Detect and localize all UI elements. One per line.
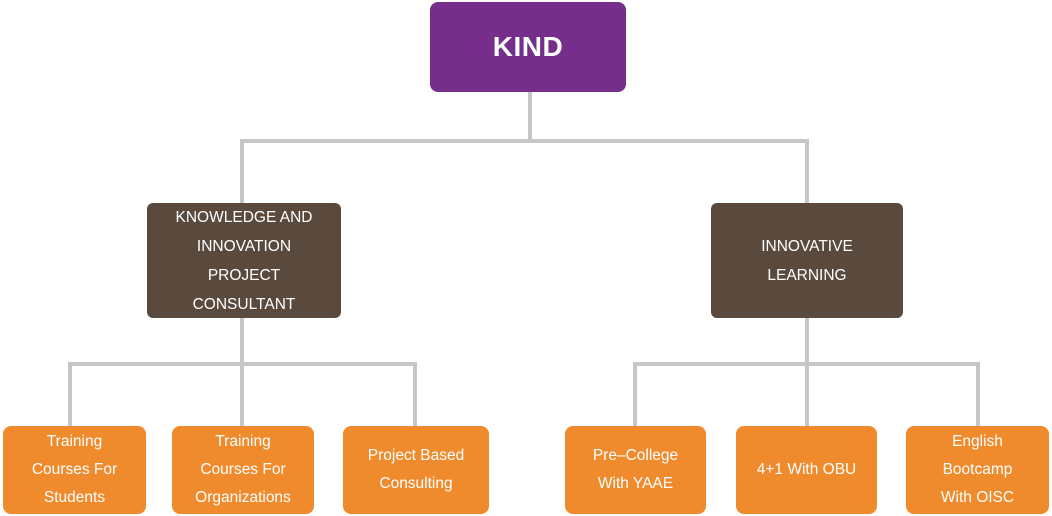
leaf-node-training-courses-for-students: Training Courses For Students (3, 426, 146, 514)
root-node-kind: KIND (430, 2, 626, 92)
connector-level1-horizontal (240, 139, 809, 143)
branch-node-label: KNOWLEDGE AND INNOVATION PROJECT CONSULT… (175, 208, 313, 313)
connector-branch0-stem (240, 318, 244, 364)
leaf-node-project-based-consulting: Project Based Consulting (343, 426, 489, 514)
connector-branch1-stem (805, 318, 809, 364)
leaf-node-label: Training Courses For Organizations (195, 433, 291, 506)
connector-leaf1-drop (240, 364, 244, 426)
leaf-node-pre-college-with-yaae: Pre–College With YAAE (565, 426, 706, 514)
connector-branch0-drop (240, 141, 244, 203)
connector-leaf0-drop (68, 364, 72, 426)
leaf-node-4plus1-with-obu: 4+1 With OBU (736, 426, 877, 514)
leaf-node-label: English Bootcamp With OISC (940, 433, 1015, 506)
leaf-node-label: Pre–College With YAAE (592, 447, 679, 492)
connector-root-stem (528, 92, 532, 141)
branch-node-knowledge-innovation-project-consultant: KNOWLEDGE AND INNOVATION PROJECT CONSULT… (147, 203, 341, 318)
branch-node-label: INNOVATIVE LEARNING (761, 237, 853, 284)
leaf-node-english-bootcamp-with-oisc: English Bootcamp With OISC (906, 426, 1049, 514)
leaf-node-label: Training Courses For Students (31, 433, 118, 506)
branch-node-innovative-learning: INNOVATIVE LEARNING (711, 203, 903, 318)
leaf-node-label: Project Based Consulting (367, 447, 465, 492)
connector-leaf5-drop (976, 364, 980, 426)
root-node-label: KIND (492, 31, 564, 62)
connector-leaf3-drop (633, 364, 637, 426)
leaf-node-training-courses-for-organizations: Training Courses For Organizations (172, 426, 314, 514)
connector-branch1-drop (805, 141, 809, 203)
connector-leaf4-drop (805, 364, 809, 426)
leaf-node-label: 4+1 With OBU (756, 461, 857, 478)
connector-leaf2-drop (413, 364, 417, 426)
